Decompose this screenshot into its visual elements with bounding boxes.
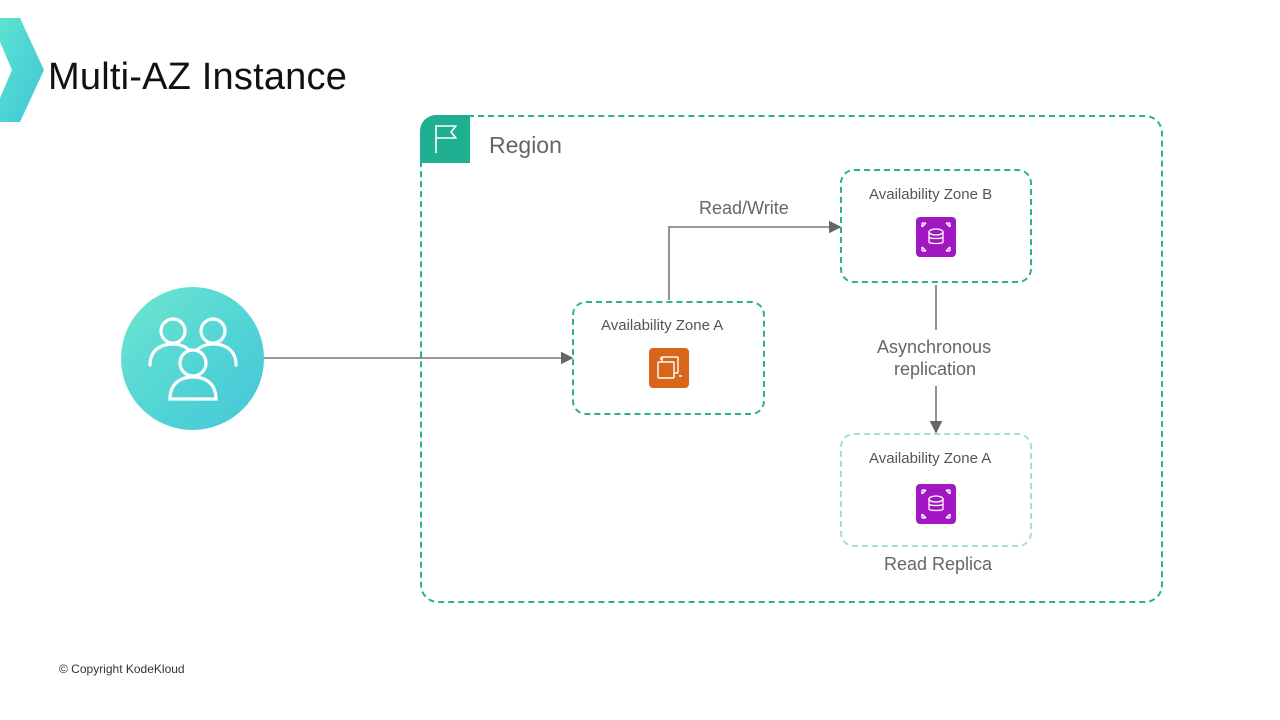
async-replication-label-line1: Asynchronous — [877, 337, 992, 357]
replica-zone-label: Availability Zone A — [869, 450, 992, 467]
page-title: Multi-AZ Instance — [48, 56, 348, 98]
availability-zone-a-primary — [572, 301, 765, 415]
users-group — [121, 287, 264, 430]
flag-icon — [435, 125, 457, 153]
async-replication-label-line2: replication — [894, 359, 977, 379]
read-replica-caption: Read Replica — [884, 554, 993, 574]
availability-zone-a-replica — [840, 433, 1032, 547]
region-flag-badge — [420, 115, 470, 163]
kodekloud-logo-icon — [0, 18, 44, 122]
region-label: Region — [489, 132, 562, 158]
availability-zone-b-standby — [840, 169, 1032, 283]
read-write-label: Read/Write — [699, 198, 789, 218]
rds-database-icon — [916, 217, 956, 257]
ec2-instance-icon — [649, 348, 689, 388]
users-icon — [148, 317, 238, 401]
read-write-arrow — [668, 220, 842, 300]
copyright-footer: © Copyright KodeKloud — [59, 662, 185, 676]
zone-a-label: Availability Zone A — [601, 317, 724, 334]
zone-b-label: Availability Zone B — [869, 186, 993, 203]
region-container — [420, 115, 1163, 603]
rds-replica-icon — [916, 484, 956, 524]
